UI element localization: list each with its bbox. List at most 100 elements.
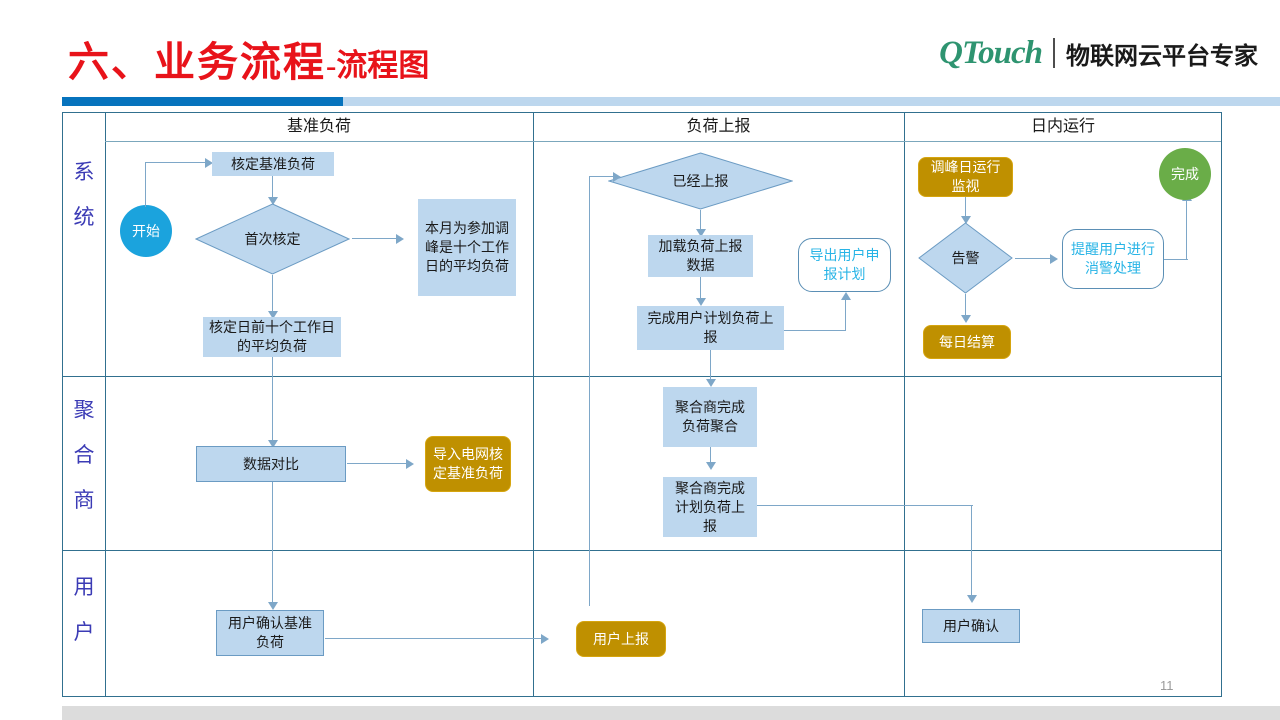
arrow-to-verify-baseline — [205, 158, 213, 168]
node-alarm-label: 告警 — [951, 249, 980, 266]
header-rule — [62, 97, 1280, 106]
node-peak-day-monitor[interactable]: 调峰日运行监视 — [918, 157, 1013, 197]
connector-compare-to-userconfirm — [272, 482, 274, 605]
connector-planreport-down — [971, 505, 973, 598]
arrow-to-remind-user — [1050, 254, 1058, 264]
node-first-verify-label: 首次核定 — [244, 230, 301, 247]
column-header-intraday: 日内运行 — [1030, 118, 1095, 135]
row-label-system-ch1: 系 — [73, 161, 95, 184]
page-title-main: 六、业务流程 — [68, 39, 326, 85]
node-tenday-avg[interactable]: 核定日前十个工作日的平均负荷 — [203, 317, 341, 357]
first-verify-shape — [195, 203, 350, 275]
connector-start-right — [145, 162, 207, 164]
footer-bar — [62, 706, 1280, 720]
arrow-to-user-confirm — [967, 595, 977, 603]
page-number: 11 — [1160, 678, 1174, 693]
node-user-report[interactable]: 用户上报 — [576, 621, 666, 657]
grid-hline-lane1 — [63, 376, 1221, 377]
column-header-baseline: 基准负荷 — [286, 118, 351, 135]
connector-planreport-right — [757, 505, 973, 507]
connector-alarm-to-remind — [1015, 258, 1053, 260]
connector-first-to-tenday — [272, 275, 274, 314]
arrow-to-agg-aggregation — [706, 379, 716, 387]
header-rule-accent — [62, 97, 343, 106]
node-first-verify[interactable]: 首次核定 — [195, 203, 350, 275]
node-user-confirm[interactable]: 用户确认 — [922, 609, 1020, 643]
arrow-to-first-verify — [268, 197, 278, 205]
arrow-to-daily-settle — [961, 315, 971, 323]
node-already-reported-label: 已经上报 — [672, 172, 729, 189]
connector-compare-to-import — [347, 463, 409, 465]
logo-divider — [1053, 38, 1055, 68]
node-end[interactable]: 完成 — [1159, 148, 1211, 200]
grid-hline-header — [105, 141, 1221, 142]
page-title-sub: -流程图 — [326, 48, 430, 83]
arrow-to-alarm — [961, 216, 971, 224]
connector-verify-to-first — [272, 176, 274, 200]
node-month-note[interactable]: 本月为参加调峰是十个工作日的平均负荷 — [418, 199, 516, 296]
arrow-to-month-note — [396, 234, 404, 244]
node-remind-user[interactable]: 提醒用户进行消警处理 — [1062, 229, 1164, 289]
row-label-user-ch1: 用 — [73, 576, 95, 599]
swimlane-grid — [62, 112, 1222, 697]
connector-loaddata-to-finishplan — [700, 277, 702, 301]
arrow-to-agg-plan-report — [706, 462, 716, 470]
connector-monitor-to-alarm — [965, 197, 967, 219]
row-label-agg-ch1: 聚 — [73, 399, 95, 422]
alarm-shape — [918, 222, 1013, 294]
connector-finishplan-to-agg — [710, 350, 712, 382]
row-label-aggregator: 聚 合 商 — [63, 388, 105, 523]
row-label-agg-ch3: 商 — [73, 489, 95, 512]
brand-logo: QTouch 物联网云平台专家 — [939, 33, 1258, 73]
connector-first-to-note — [352, 238, 399, 240]
row-label-agg-ch2: 合 — [73, 444, 95, 467]
connector-finishplan-up — [845, 300, 847, 330]
logo-tagline: 物联网云平台专家 — [1066, 42, 1258, 70]
row-label-user: 用 户 — [63, 565, 105, 655]
node-agg-aggregation[interactable]: 聚合商完成负荷聚合 — [663, 387, 757, 447]
grid-vline-rowlabel — [105, 113, 106, 696]
connector-remind-up — [1186, 200, 1188, 259]
node-verify-baseline[interactable]: 核定基准负荷 — [212, 152, 334, 176]
arrow-to-data-compare — [268, 440, 278, 448]
row-label-system: 系 统 — [63, 150, 105, 240]
connector-finishplan-right — [784, 330, 846, 332]
connector-userconfirm-to-report — [325, 638, 543, 640]
arrow-loop-to-already-reported — [613, 172, 621, 182]
already-reported-shape — [608, 152, 793, 210]
grid-hline-lane2 — [63, 550, 1221, 551]
node-user-confirm-baseline[interactable]: 用户确认基准负荷 — [216, 610, 324, 656]
arrow-to-finish-user-plan — [696, 298, 706, 306]
connector-alarm-to-settle — [965, 294, 967, 318]
connector-agg-to-planreport — [710, 447, 712, 465]
connector-loop-left-vertical — [589, 176, 591, 606]
column-header-load-report: 负荷上报 — [686, 118, 751, 135]
node-daily-settle[interactable]: 每日结算 — [923, 325, 1011, 359]
row-label-system-ch2: 统 — [73, 206, 95, 229]
connector-remind-right — [1164, 259, 1188, 261]
connector-tenday-to-compare — [272, 357, 274, 443]
arrow-to-load-report-data — [696, 229, 706, 237]
connector-start-up — [145, 162, 147, 207]
arrow-to-tenday-avg — [268, 311, 278, 319]
node-agg-plan-report[interactable]: 聚合商完成计划负荷上报 — [663, 477, 757, 537]
arrow-to-import-grid-baseline — [406, 459, 414, 469]
grid-vline-col1 — [533, 113, 534, 696]
node-start[interactable]: 开始 — [120, 205, 172, 257]
logo-wordmark: QTouch — [939, 34, 1043, 71]
arrow-to-user-report — [541, 634, 549, 644]
node-finish-user-plan[interactable]: 完成用户计划负荷上报 — [637, 306, 784, 350]
node-already-reported[interactable]: 已经上报 — [608, 152, 793, 210]
arrow-to-export-user-plan — [841, 292, 851, 300]
row-label-user-ch2: 户 — [73, 621, 95, 644]
connector-reported-to-loaddata — [700, 210, 702, 232]
grid-vline-col2 — [904, 113, 905, 696]
node-data-compare[interactable]: 数据对比 — [196, 446, 346, 482]
connector-loop-left-top — [589, 176, 617, 178]
page-title: 六、业务流程-流程图 — [68, 28, 429, 88]
node-export-user-plan[interactable]: 导出用户申报计划 — [798, 238, 891, 292]
node-load-report-data[interactable]: 加载负荷上报数据 — [648, 235, 753, 277]
node-import-grid-baseline[interactable]: 导入电网核定基准负荷 — [425, 436, 511, 492]
node-alarm[interactable]: 告警 — [918, 222, 1013, 294]
